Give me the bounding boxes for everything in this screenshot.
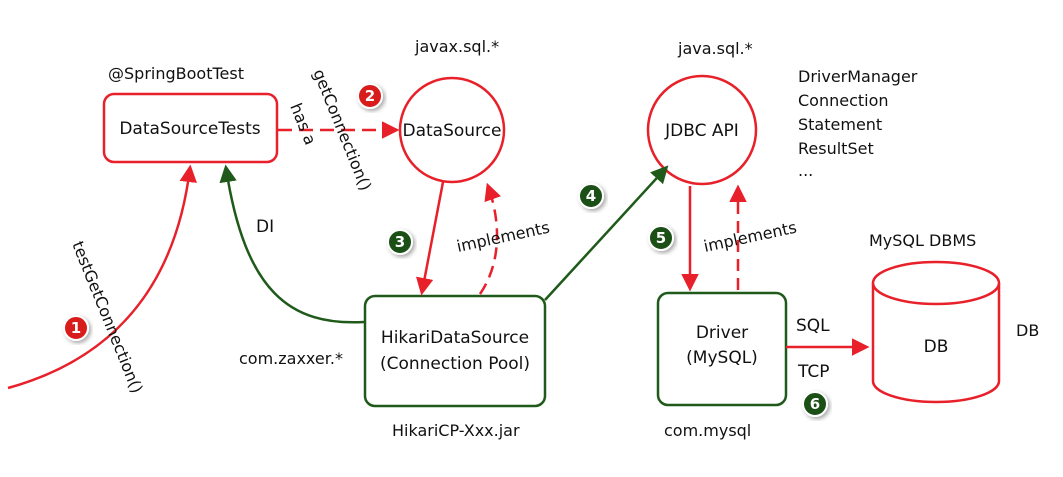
step-number: 4 bbox=[586, 187, 596, 205]
step-badge-4: 4 bbox=[578, 183, 604, 209]
hikari-label-line2: (Connection Pool) bbox=[380, 354, 530, 374]
di-label: DI bbox=[256, 217, 274, 237]
step-badge-5: 5 bbox=[648, 225, 674, 251]
hikari-label-line1: HikariDataSource bbox=[381, 328, 529, 348]
driver-box bbox=[656, 291, 788, 407]
jdbc-class-list: DriverManager Connection Statement Resul… bbox=[798, 67, 918, 180]
test-get-connection-arrow bbox=[7, 164, 197, 390]
driver-label-line1: Driver bbox=[696, 323, 748, 343]
driver-label-line2: (MySQL) bbox=[686, 348, 758, 368]
jdbc-list-item: ... bbox=[798, 161, 813, 180]
step-badge-6: 6 bbox=[802, 391, 828, 417]
tcp-label: TCP bbox=[797, 362, 830, 382]
step-badge-2: 2 bbox=[357, 83, 383, 109]
di-arrow bbox=[219, 164, 365, 324]
java-sql-package: java.sql.* bbox=[677, 39, 753, 58]
datasource-tests-box bbox=[102, 92, 279, 164]
hikari-to-jdbc-arrow bbox=[544, 165, 669, 301]
com-zaxxer-package: com.zaxxer.* bbox=[239, 349, 343, 368]
db-label: DB bbox=[924, 337, 949, 357]
datasource-to-hikari-arrow bbox=[416, 181, 445, 296]
jdbc-list-item: Statement bbox=[798, 115, 882, 134]
mysql-db-cylinder bbox=[871, 260, 1001, 404]
datasource-circle bbox=[398, 76, 506, 184]
mysql-dbms-label: MySQL DBMS bbox=[869, 231, 976, 250]
jdbc-list-item: ResultSet bbox=[798, 139, 874, 158]
step-badge-1: 1 bbox=[63, 315, 89, 341]
step-number: 3 bbox=[395, 233, 405, 251]
db-side-label: DB bbox=[1016, 321, 1039, 340]
hikari-jar-label: HikariCP-Xxx.jar bbox=[392, 421, 520, 440]
datasource-label: DataSource bbox=[403, 121, 502, 141]
step-badge-3: 3 bbox=[387, 229, 413, 255]
sql-label: SQL bbox=[796, 316, 830, 336]
spring-boot-test-annotation: @SpringBootTest bbox=[108, 64, 244, 83]
step-number: 1 bbox=[71, 319, 81, 337]
jdbc-list-item: Connection bbox=[798, 91, 889, 110]
jdbc-api-label: JDBC API bbox=[664, 121, 739, 141]
implements-label-2: implements bbox=[702, 218, 799, 256]
javax-sql-package: javax.sql.* bbox=[414, 37, 499, 56]
datasource-tests-label: DataSourceTests bbox=[119, 119, 260, 139]
implements-label-1: implements bbox=[455, 218, 552, 256]
has-a-label: has a bbox=[286, 100, 320, 147]
implements-datasource-arrow bbox=[478, 182, 501, 295]
step-number: 6 bbox=[810, 395, 820, 413]
step-number: 2 bbox=[365, 87, 375, 105]
hikari-datasource-box bbox=[363, 294, 547, 408]
jdbc-api-circle bbox=[646, 74, 758, 186]
com-mysql-package: com.mysql bbox=[664, 421, 751, 440]
jdbc-list-item: DriverManager bbox=[798, 67, 918, 86]
step-number: 5 bbox=[656, 229, 666, 247]
